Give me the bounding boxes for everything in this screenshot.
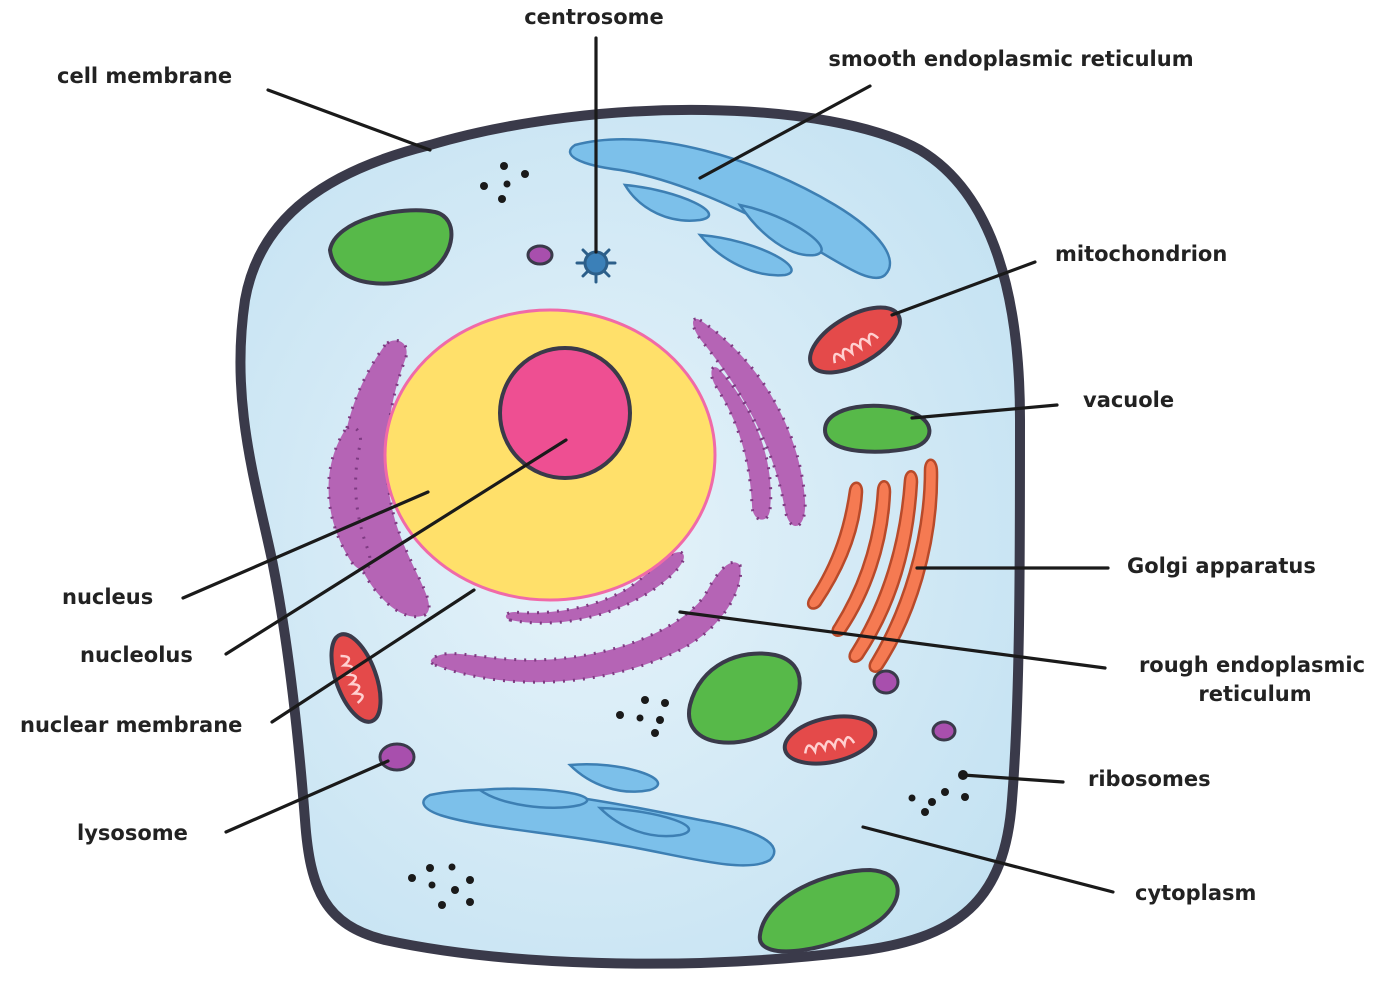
lysosome — [380, 744, 414, 770]
label-nuclear-membrane: nuclear membrane — [20, 713, 242, 737]
label-nucleus: nucleus — [62, 585, 153, 609]
label-cell-membrane: cell membrane — [57, 64, 232, 88]
label-golgi: Golgi apparatus — [1127, 554, 1316, 578]
label-cytoplasm: cytoplasm — [1135, 881, 1256, 905]
lysosome-4 — [933, 722, 955, 740]
lysosome-3 — [874, 671, 898, 693]
leader-cell-membrane — [268, 90, 430, 150]
label-mitochondrion: mitochondrion — [1055, 242, 1227, 266]
lysosome-2 — [528, 246, 552, 264]
label-smooth-er: smooth endoplasmic reticulum — [828, 47, 1193, 71]
label-vacuole: vacuole — [1083, 388, 1174, 412]
label-lysosome: lysosome — [77, 821, 188, 845]
label-nucleolus: nucleolus — [80, 643, 193, 667]
label-rough-er-line1: rough endoplasmic — [1139, 653, 1365, 677]
vacuole-right — [825, 406, 929, 452]
label-centrosome: centrosome — [524, 5, 664, 29]
label-rough-er-line2: reticulum — [1198, 682, 1311, 706]
nucleolus — [500, 348, 630, 478]
label-ribosomes: ribosomes — [1088, 767, 1211, 791]
